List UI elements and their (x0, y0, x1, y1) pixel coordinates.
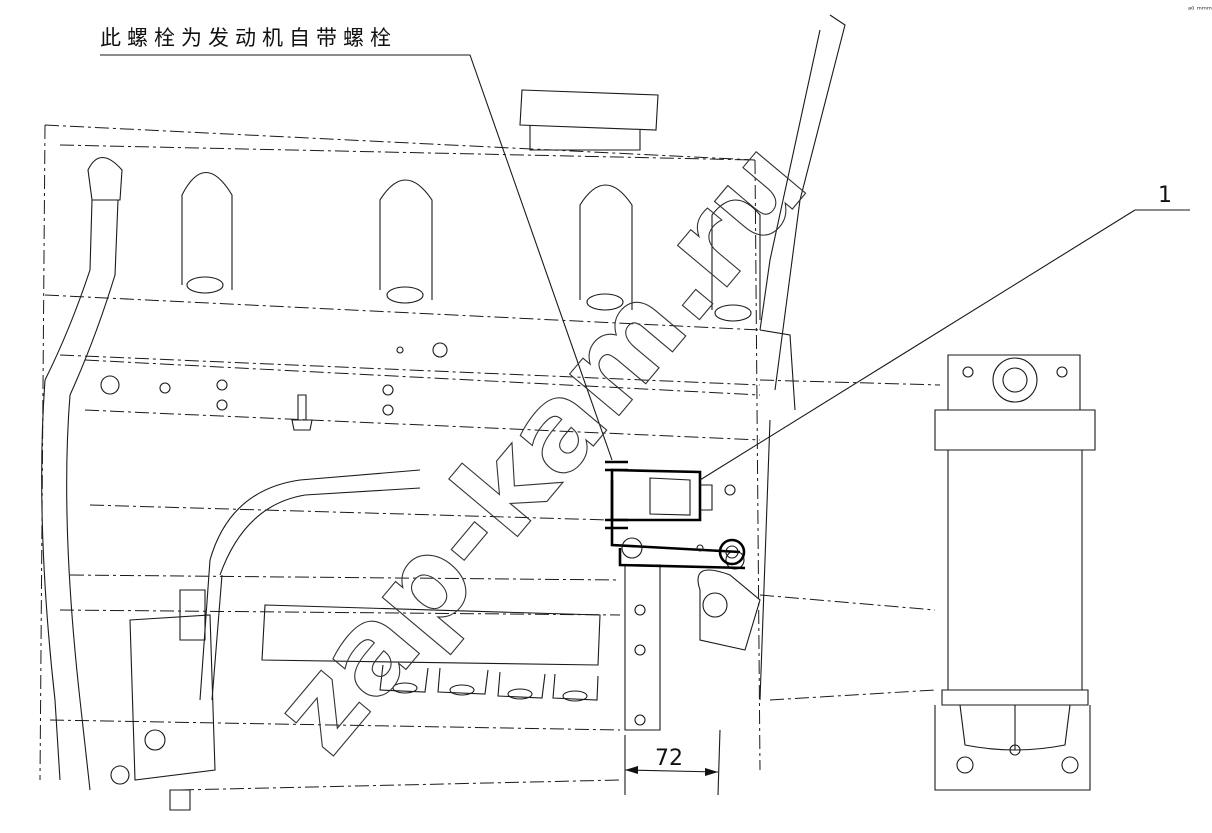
note-leader-line (100, 54, 613, 461)
left-hose (41, 156, 123, 791)
callout-leader-line (699, 209, 1136, 481)
fuel-filter (934, 354, 1096, 791)
injector-row (261, 604, 601, 702)
engine-block-outline (39, 124, 941, 791)
callout-1-label: 1 (1158, 183, 1172, 208)
mounting-bracket (624, 564, 761, 731)
watermark: zap-kam.ru (246, 115, 834, 778)
dimension-72 (624, 729, 721, 796)
right-bracket (759, 14, 846, 701)
bolt-note: 此螺栓为发动机自带螺栓 (100, 26, 397, 50)
sensor-assembly (605, 460, 746, 570)
rocker-bosses (181, 171, 761, 322)
top-cap (519, 89, 659, 151)
dimension-72-label: 72 (655, 746, 683, 771)
leader-lines (100, 54, 1190, 481)
fuel-pump (110, 589, 216, 811)
corner-mark: ᵃ⁰ ᵐᵐᵐ (1188, 5, 1212, 14)
